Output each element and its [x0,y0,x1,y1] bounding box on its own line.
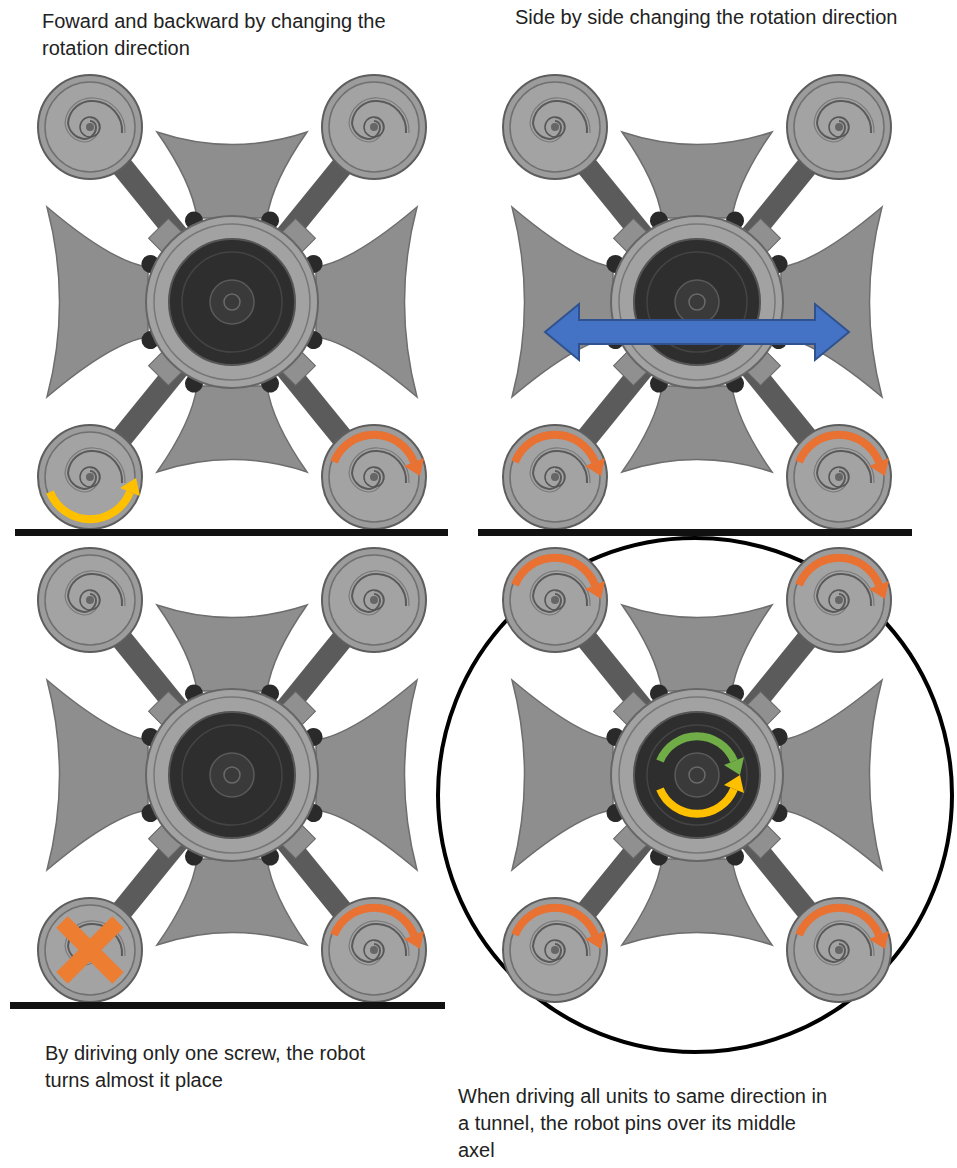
rotation-arrow [799,435,889,476]
ground-line [478,529,912,536]
robot-figure [38,75,426,529]
tunnel-circle [438,538,952,1052]
robot-panel-turn [38,548,426,1002]
caption-text: When driving all units to same direction… [458,1083,830,1164]
ground-line [10,1002,445,1009]
stop-cross [62,922,118,978]
robot-figure [503,548,891,1002]
rotation-arrow [515,435,605,476]
robot-panel-spin [503,548,891,1002]
robot-figure [38,548,426,1002]
caption-text: Foward and backward by changing the rota… [42,8,387,62]
rotation-arrow [515,908,605,949]
spin-arrow [660,736,744,814]
robot-panel-side [503,75,891,529]
double-arrow [545,304,849,360]
rotation-arrow [334,908,424,949]
rotation-arrow [799,558,889,599]
ground-line [15,529,448,536]
caption-text: Side by side changing the rotation direc… [515,4,935,31]
rotation-arrow [515,558,605,599]
rotation-arrow [799,908,889,949]
robot-panel-forward [38,75,426,529]
robot-figure [503,75,891,529]
caption-text: By diriving only one screw, the robot tu… [45,1040,390,1094]
rotation-arrow [50,478,140,519]
rotation-arrow [334,435,424,476]
